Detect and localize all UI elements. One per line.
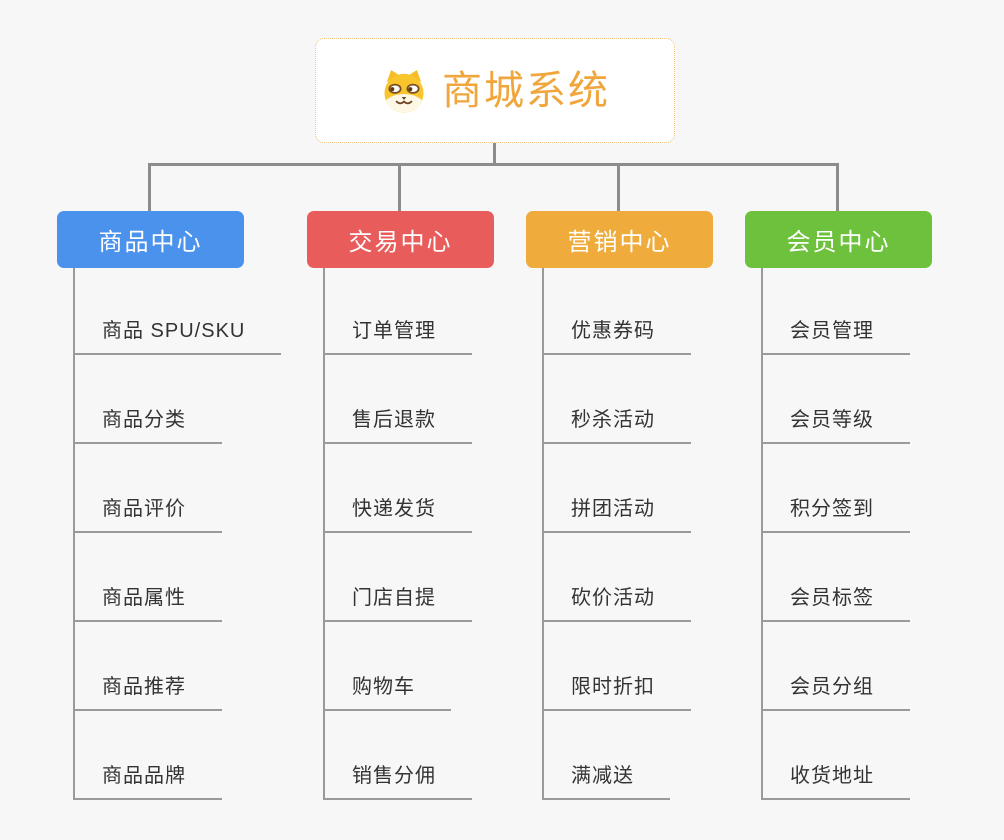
item-label: 秒杀活动 xyxy=(571,409,655,431)
list-item[interactable]: 商品评价 xyxy=(75,444,222,533)
item-label: 积分签到 xyxy=(790,498,874,520)
list-item[interactable]: 销售分佣 xyxy=(325,711,472,800)
branch-column: 商品中心 商品 SPU/SKU 商品分类商品评价商品属性商品推荐商品品牌 xyxy=(57,211,282,800)
branch-header[interactable]: 会员中心 xyxy=(745,211,932,268)
item-label: 购物车 xyxy=(352,676,415,698)
list-item[interactable]: 订单管理 xyxy=(325,268,472,355)
list-item[interactable]: 会员等级 xyxy=(763,355,910,444)
list-item[interactable]: 会员分组 xyxy=(763,622,910,711)
connector-root-vertical xyxy=(493,143,496,164)
branch-item-list: 优惠券码秒杀活动拼团活动砍价活动限时折扣满减送 xyxy=(542,268,713,800)
list-item[interactable]: 商品推荐 xyxy=(75,622,222,711)
item-label: 商品 SPU/SKU xyxy=(102,320,246,342)
branch-column: 交易中心 订单管理售后退款快递发货门店自提购物车销售分佣 xyxy=(307,211,494,800)
item-label: 拼团活动 xyxy=(571,498,655,520)
branch-label: 营销中心 xyxy=(567,229,672,256)
branch-item-list: 会员管理会员等级积分签到会员标签会员分组收货地址 xyxy=(761,268,932,800)
branch-header[interactable]: 营销中心 xyxy=(526,211,713,268)
branch-column: 会员中心 会员管理会员等级积分签到会员标签会员分组收货地址 xyxy=(745,211,932,800)
item-label: 收货地址 xyxy=(790,765,874,787)
item-label: 门店自提 xyxy=(352,587,436,609)
list-item[interactable]: 优惠券码 xyxy=(544,268,691,355)
list-item[interactable]: 商品分类 xyxy=(75,355,222,444)
branch-header[interactable]: 商品中心 xyxy=(57,211,244,268)
root-node[interactable]: 商城系统 xyxy=(315,38,675,143)
item-label: 限时折扣 xyxy=(571,676,655,698)
list-item[interactable]: 商品 SPU/SKU xyxy=(75,268,282,355)
list-item[interactable]: 购物车 xyxy=(325,622,451,711)
branch-column: 营销中心 优惠券码秒杀活动拼团活动砍价活动限时折扣满减送 xyxy=(526,211,713,800)
list-item[interactable]: 积分签到 xyxy=(763,444,910,533)
list-item[interactable]: 商品属性 xyxy=(75,533,222,622)
item-label: 会员分组 xyxy=(790,676,874,698)
list-item[interactable]: 限时折扣 xyxy=(544,622,691,711)
item-label: 快递发货 xyxy=(352,498,436,520)
list-item[interactable]: 售后退款 xyxy=(325,355,472,444)
item-label: 商品推荐 xyxy=(102,676,186,698)
root-title: 商城系统 xyxy=(442,68,610,113)
item-label: 砍价活动 xyxy=(571,587,655,609)
branch-label: 会员中心 xyxy=(786,229,891,256)
item-label: 商品属性 xyxy=(102,587,186,609)
list-item[interactable]: 砍价活动 xyxy=(544,533,691,622)
item-label: 售后退款 xyxy=(352,409,436,431)
item-label: 销售分佣 xyxy=(352,765,436,787)
connector-drop-trade xyxy=(398,163,401,211)
connector-horizontal-bar xyxy=(148,163,839,166)
branch-item-list: 订单管理售后退款快递发货门店自提购物车销售分佣 xyxy=(323,268,494,800)
list-item[interactable]: 满减送 xyxy=(544,711,670,800)
list-item[interactable]: 收货地址 xyxy=(763,711,910,800)
branch-item-list: 商品 SPU/SKU 商品分类商品评价商品属性商品推荐商品品牌 xyxy=(73,268,282,800)
connector-drop-marketing xyxy=(617,163,620,211)
item-label: 商品评价 xyxy=(102,498,186,520)
item-label: 商品分类 xyxy=(102,409,186,431)
item-label: 优惠券码 xyxy=(571,320,655,342)
list-item[interactable]: 会员标签 xyxy=(763,533,910,622)
branch-label: 商品中心 xyxy=(98,229,203,256)
item-label: 会员管理 xyxy=(790,320,874,342)
item-label: 商品品牌 xyxy=(102,765,186,787)
list-item[interactable]: 门店自提 xyxy=(325,533,472,622)
list-item[interactable]: 商品品牌 xyxy=(75,711,222,800)
item-label: 订单管理 xyxy=(352,320,436,342)
branch-header[interactable]: 交易中心 xyxy=(307,211,494,268)
item-label: 会员标签 xyxy=(790,587,874,609)
item-label: 满减送 xyxy=(571,765,634,787)
connector-drop-members xyxy=(836,163,839,211)
list-item[interactable]: 快递发货 xyxy=(325,444,472,533)
branch-label: 交易中心 xyxy=(348,229,453,256)
list-item[interactable]: 会员管理 xyxy=(763,268,910,355)
connector-drop-products xyxy=(148,163,151,211)
item-label: 会员等级 xyxy=(790,409,874,431)
list-item[interactable]: 拼团活动 xyxy=(544,444,691,533)
list-item[interactable]: 秒杀活动 xyxy=(544,355,691,444)
dog-face-icon xyxy=(380,68,428,114)
